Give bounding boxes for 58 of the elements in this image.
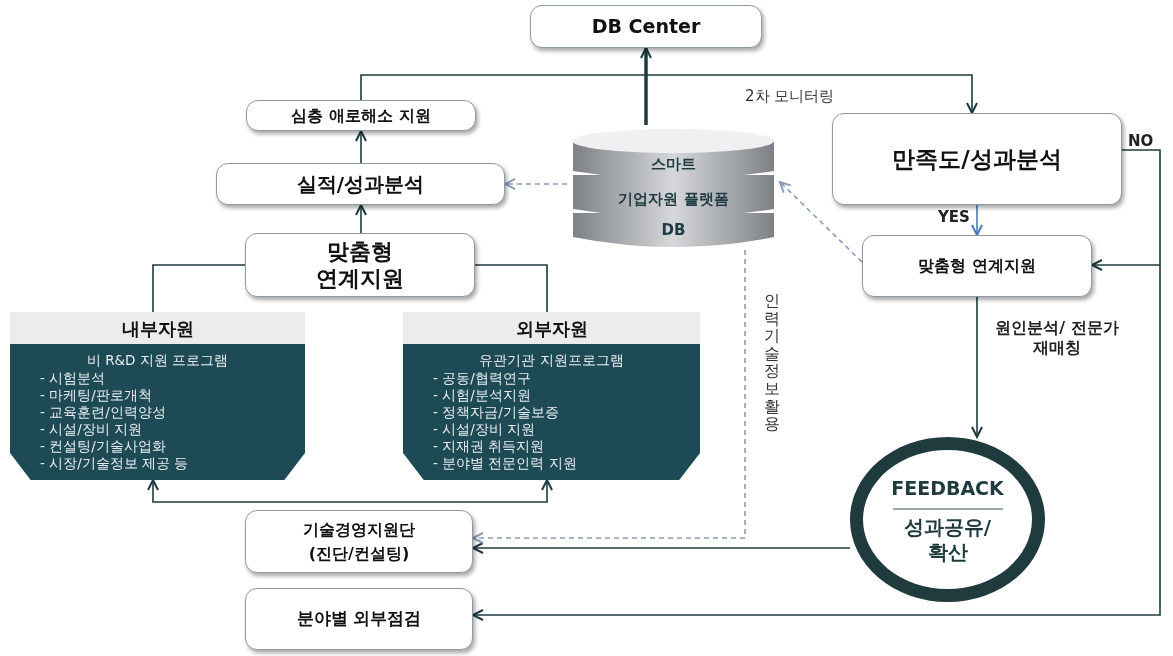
arrow [147,479,553,503]
list-item: - 컨설팅/기술사업화 [40,438,167,455]
process-box [245,588,473,650]
list-item: - 분야별 전문인력 지원 [433,455,578,472]
box-label: 만족도/성과분석 [892,144,1062,174]
list-item: - 시장/기술정보 제공 등 [40,455,190,472]
panel-heading: 내부자원 [121,316,194,341]
edge-label: 2차 모니터링 [745,86,835,107]
list-item: - 시설/장비 지원 [433,421,536,438]
list-item: - 공동/협력연구 [433,370,532,387]
list-item: - 지재권 취득지원 [433,438,546,455]
list-item: - 시험/분석지원 [433,387,532,404]
process-box [862,235,1092,297]
program-title: 유관기관 지원프로그램 [479,352,624,369]
program-title: 비 R&D 지원 프로그램 [86,352,229,369]
list-item: - 교육훈련/인력양성 [40,404,167,421]
list-item: - 시험분석 [40,370,107,387]
resource-panel [403,312,700,480]
box-label: 분야별 외부점검 [296,607,422,631]
list-item: - 정책자금/기술보증 [433,404,560,421]
box-label: 맞춤형 연계지원 [315,237,405,293]
arrow [472,542,851,554]
arrow [472,149,1161,621]
panel-heading: 외부자원 [515,316,588,341]
arrow [1091,259,1161,271]
list-item: - 시설/장비 지원 [40,421,143,438]
dashed-arrow [779,181,863,263]
cylinder-label: DB [661,220,686,241]
ring-text: 성과공유/ 확산 [902,514,993,565]
process-box [245,510,473,573]
box-label: 실적/성과분석 [296,171,425,198]
process-box [246,100,476,131]
process-box [216,163,505,205]
connector-line [474,264,548,313]
edge-label: 인력기술정보활용 [764,292,780,433]
dashed-arrow [504,178,568,190]
arrow [355,204,367,234]
box-label: 기술경영지원단 (진단/컨설팅) [302,518,416,565]
cylinder-label: 스마트 [651,154,696,175]
arrow [355,130,367,164]
dashed-arrow [472,249,746,544]
box-label: 심층 애로해소 지원 [291,104,431,127]
cylinder-label: 기업자원 플랫폼 [618,189,729,210]
list-item: - 마케팅/판로개척 [40,387,153,404]
edge-label: YES [938,207,970,228]
connector-line [152,264,246,313]
box-label: DB Center [591,14,701,40]
arrow [360,74,978,114]
ring-title: FEEDBACK [891,476,1004,502]
process-box [245,233,475,297]
arrow [971,296,983,438]
resource-panel [10,312,305,480]
process-box [832,113,1122,205]
process-box [530,5,762,48]
arrow [971,204,983,236]
edge-label: NO [1128,131,1154,152]
arrow [640,47,652,125]
box-label: 맞춤형 연계지원 [918,255,1036,277]
